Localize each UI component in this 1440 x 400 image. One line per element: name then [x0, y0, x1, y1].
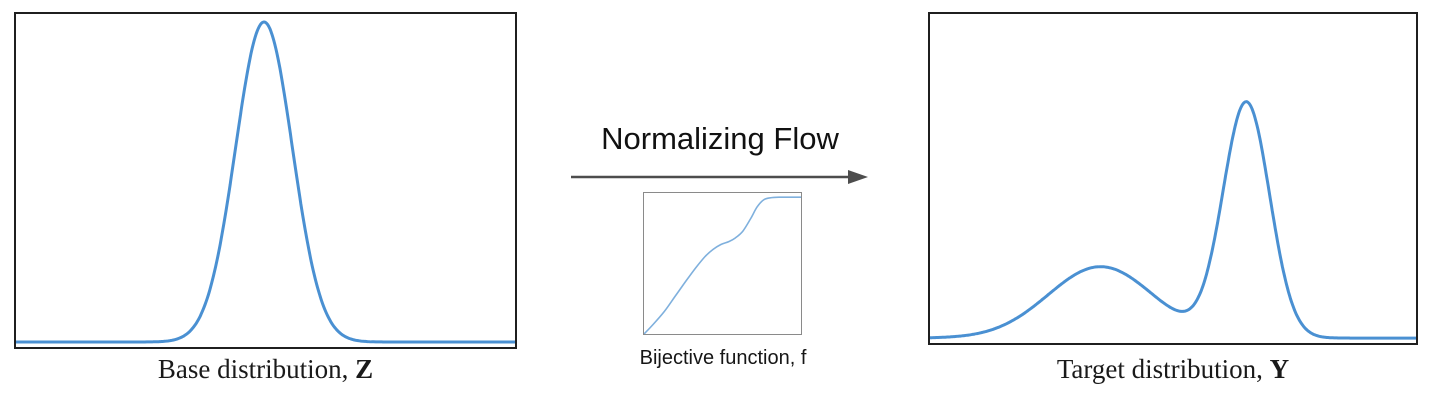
base-density-curve	[16, 20, 515, 344]
arrow-head	[848, 170, 868, 184]
right-arrow-icon	[571, 170, 868, 184]
base-distribution-caption: Base distribution, Z	[14, 353, 517, 385]
bijective-function-box	[643, 192, 802, 335]
bijective-function-curve	[643, 196, 802, 335]
caption-symbol-y: Y	[1269, 354, 1290, 384]
caption-symbol-z: Z	[355, 354, 374, 384]
target-density-curve	[930, 100, 1416, 340]
normalizing-flow-title: Normalizing Flow	[601, 121, 839, 156]
base-distribution-panel	[14, 12, 517, 349]
caption-text: Target distribution,	[1056, 354, 1270, 384]
caption-text: Base distribution,	[157, 354, 356, 384]
target-distribution-caption: Target distribution, Y	[928, 353, 1418, 385]
bijective-function-caption: Bijective function, f	[639, 347, 807, 369]
target-distribution-panel	[928, 12, 1418, 345]
